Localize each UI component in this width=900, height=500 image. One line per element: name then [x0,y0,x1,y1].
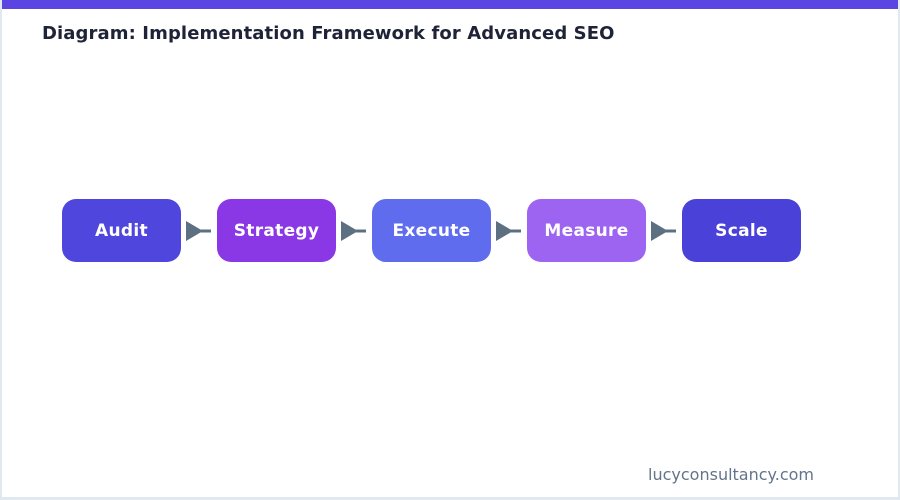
flow-node-audit: Audit [62,199,181,262]
flow-node-execute: Execute [372,199,491,262]
flow-node-scale: Scale [682,199,801,262]
arrow-right-icon [491,199,527,262]
arrow-right-icon [646,199,682,262]
page-title: Diagram: Implementation Framework for Ad… [42,23,615,44]
footer-site-label: lucyconsultancy.com [648,465,814,484]
flow-node-strategy: Strategy [217,199,336,262]
flow-diagram: Audit Strategy Execute Measure [62,199,801,262]
arrow-right-icon [181,199,217,262]
top-accent-bar [2,0,898,9]
arrow-right-icon [336,199,372,262]
flow-node-measure: Measure [527,199,646,262]
